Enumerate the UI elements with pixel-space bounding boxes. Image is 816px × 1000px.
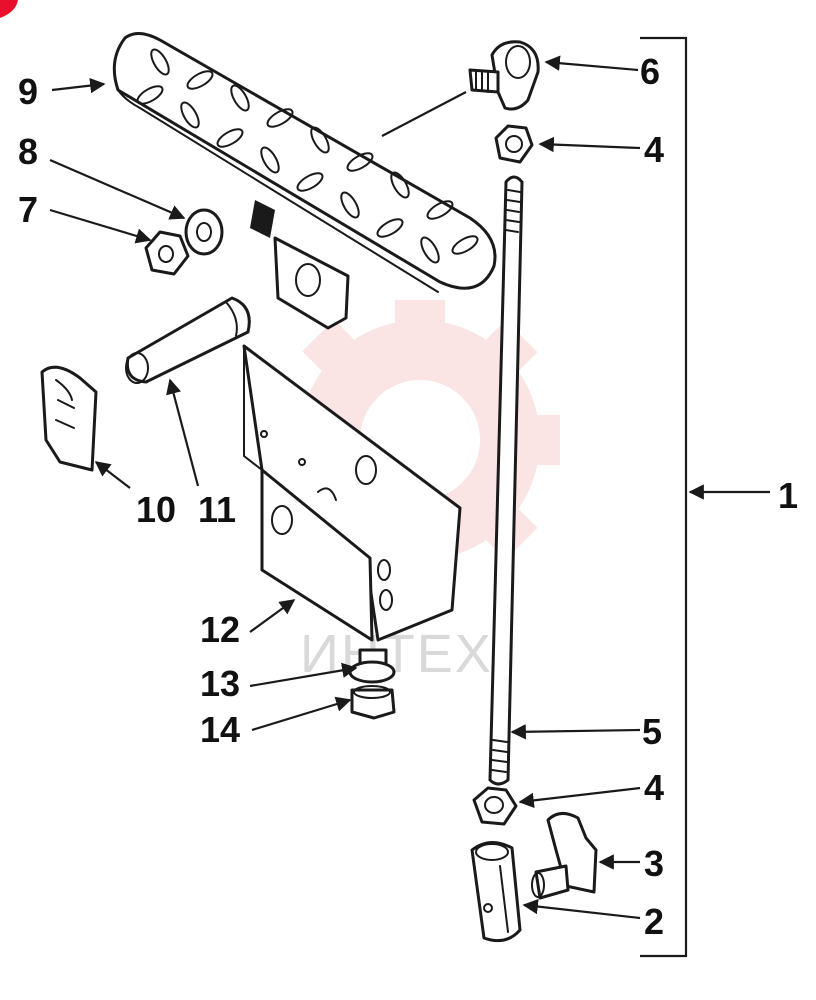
part-4-nut-top — [494, 124, 534, 164]
callout-5: 5 — [642, 711, 662, 752]
callout-7: 7 — [18, 189, 38, 230]
part-7-nut — [144, 230, 190, 276]
part-14-nut — [350, 685, 396, 720]
part-8-washer — [184, 208, 224, 256]
part-3-clip — [531, 812, 598, 900]
callout-10: 10 — [136, 489, 176, 530]
part-12-bracket — [242, 344, 462, 642]
part-4-nut-bottom — [472, 786, 518, 826]
callout-4-top: 4 — [644, 129, 664, 170]
part-6-rod-end — [468, 40, 540, 111]
part-9-footplate — [112, 32, 497, 330]
part-5-threaded-rod — [488, 175, 524, 786]
callout-labels: 1 6 4 5 4 3 2 9 8 7 10 11 12 13 14 — [18, 51, 798, 942]
callout-14: 14 — [200, 709, 240, 750]
assembly-bracket-line — [640, 36, 688, 958]
callout-1: 1 — [778, 475, 798, 516]
callout-11: 11 — [198, 489, 236, 530]
callout-9: 9 — [18, 71, 38, 112]
callout-8: 8 — [18, 131, 38, 172]
callout-13: 13 — [200, 663, 240, 704]
part-11-pin — [125, 296, 251, 384]
part-2-clevis — [470, 841, 522, 943]
part-10-spring-clip — [40, 365, 98, 472]
callout-4-bottom: 4 — [644, 767, 664, 808]
callout-6: 6 — [640, 51, 660, 92]
leader-lines — [49, 55, 770, 920]
callout-2: 2 — [644, 901, 664, 942]
callout-3: 3 — [644, 843, 664, 884]
callout-12: 12 — [200, 609, 240, 650]
corner-badge-icon — [0, 0, 18, 18]
